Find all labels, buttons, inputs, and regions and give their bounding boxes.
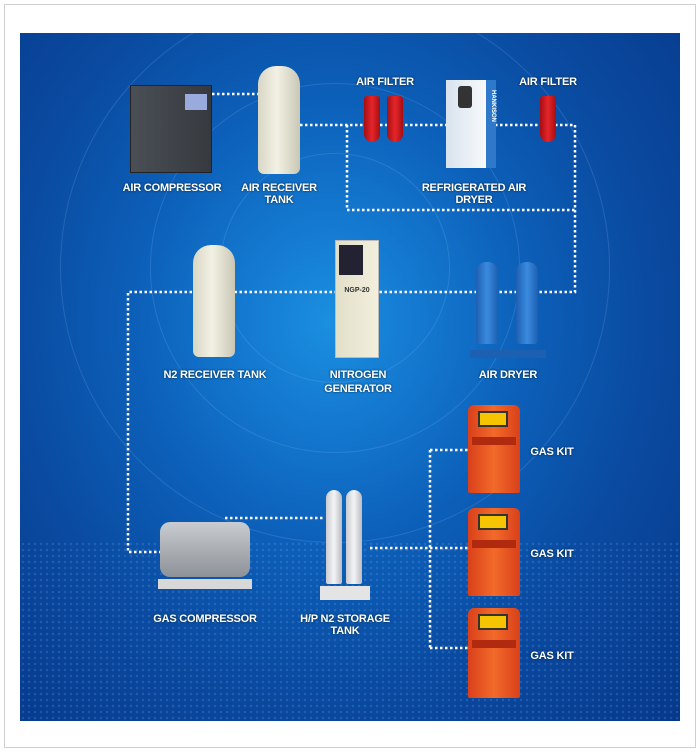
- label-nitrogen-generator-line2: GENERATOR: [324, 383, 392, 395]
- label-hp-n2-storage-tank: H/P N2 STORAGE TANK: [300, 613, 390, 637]
- dryer-tower: [516, 262, 538, 344]
- label-air-receiver-tank: AIR RECEIVER TANK: [241, 182, 317, 206]
- label-air-filter-1: AIR FILTER: [356, 76, 414, 88]
- label-n2-receiver-tank: N2 RECEIVER TANK: [163, 369, 267, 381]
- air-dryer-image: [470, 250, 546, 362]
- kit-stripe: [472, 437, 516, 445]
- gas-kit-image: [468, 508, 520, 596]
- air-filter-image: [540, 96, 556, 142]
- dryer-base: [470, 350, 546, 358]
- n2-receiver-tank-image: [193, 245, 235, 357]
- label-gas-kit-3: GAS KIT: [530, 650, 574, 662]
- air-compressor-image: [130, 85, 212, 173]
- gas-kit-image: [468, 405, 520, 493]
- hp-n2-storage-tank-image: [320, 482, 370, 600]
- label-air-compressor: AIR COMPRESSOR: [122, 182, 222, 194]
- control-panel: [458, 86, 472, 108]
- compressor-base: [158, 579, 252, 589]
- label-gas-kit-1: GAS KIT: [530, 446, 574, 458]
- kit-screen: [478, 514, 508, 530]
- generator-model: NGP-20: [344, 287, 370, 294]
- dryer-tower: [476, 262, 498, 344]
- kit-stripe: [472, 540, 516, 548]
- line-filter-bypass: [345, 125, 575, 212]
- gas-kit-image: [468, 608, 520, 698]
- gas-compressor-image: [158, 522, 252, 589]
- cylinder: [326, 490, 342, 584]
- cylinder: [346, 490, 362, 584]
- air-receiver-tank-image: [258, 66, 300, 174]
- control-panel: [339, 245, 363, 275]
- refrigerated-air-dryer-image: HANKISON: [446, 80, 496, 168]
- page-frame: [4, 4, 696, 748]
- air-filter-image: [364, 96, 380, 142]
- tank-base: [320, 586, 370, 600]
- label-gas-compressor: GAS COMPRESSOR: [153, 613, 257, 625]
- kit-screen: [478, 411, 508, 427]
- label-air-dryer: AIR DRYER: [478, 369, 538, 381]
- dryer-brand: HANKISON: [490, 90, 496, 123]
- air-filter-image: [387, 96, 403, 142]
- kit-stripe: [472, 640, 516, 648]
- label-refrigerated-air-dryer: REFRIGERATED AIR DRYER: [421, 182, 527, 206]
- kit-screen: [478, 614, 508, 630]
- label-air-filter-2: AIR FILTER: [519, 76, 577, 88]
- diagram-panel: [20, 33, 680, 721]
- nitrogen-generator-image: NGP-20: [335, 240, 379, 358]
- line-storage-to-kits: [370, 448, 468, 650]
- label-gas-kit-2: GAS KIT: [530, 548, 574, 560]
- label-nitrogen-generator-line1: NITROGEN: [329, 369, 387, 381]
- screen: [185, 94, 207, 110]
